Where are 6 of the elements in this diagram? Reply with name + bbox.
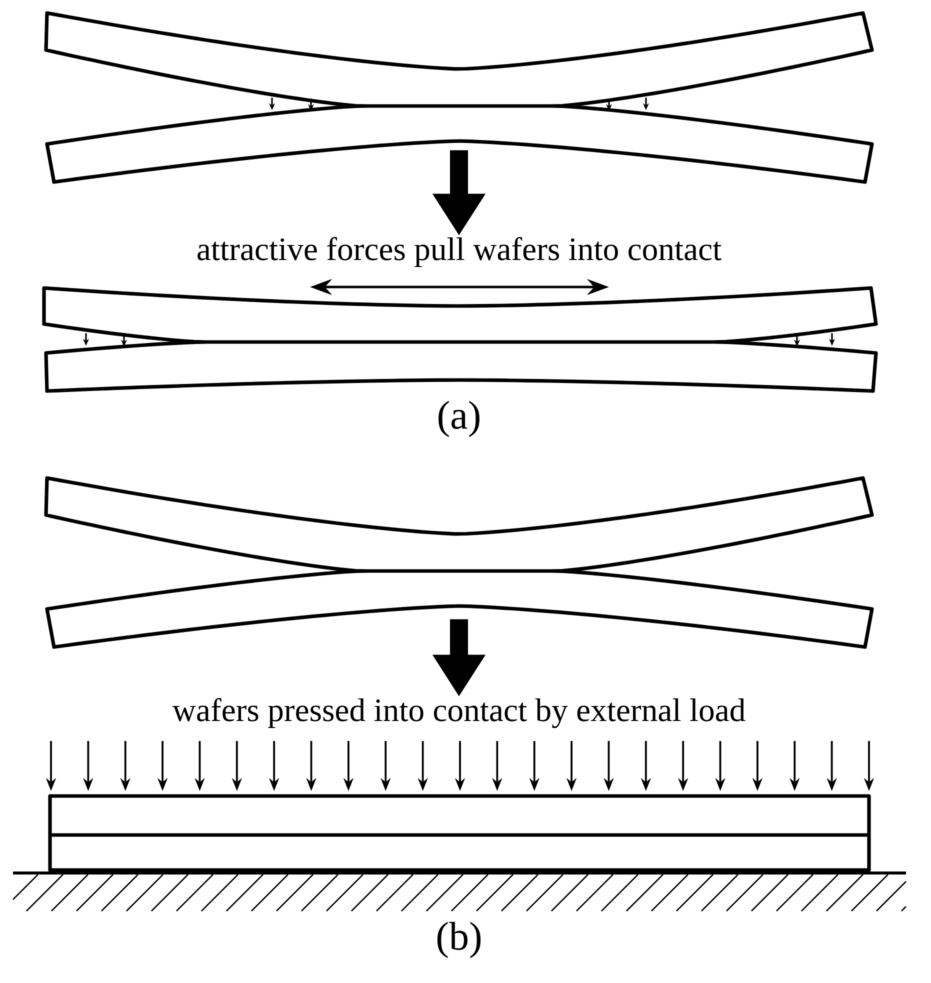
wafer-pair (44, 476, 874, 649)
panel-label: (a) (438, 400, 480, 438)
step-caption: attractive forces pull wafers into contact (198, 237, 722, 267)
panel-label: (b) (437, 922, 481, 958)
wafer-pair (44, 11, 874, 184)
step-caption: wafers pressed into contact by external load (172, 698, 746, 728)
